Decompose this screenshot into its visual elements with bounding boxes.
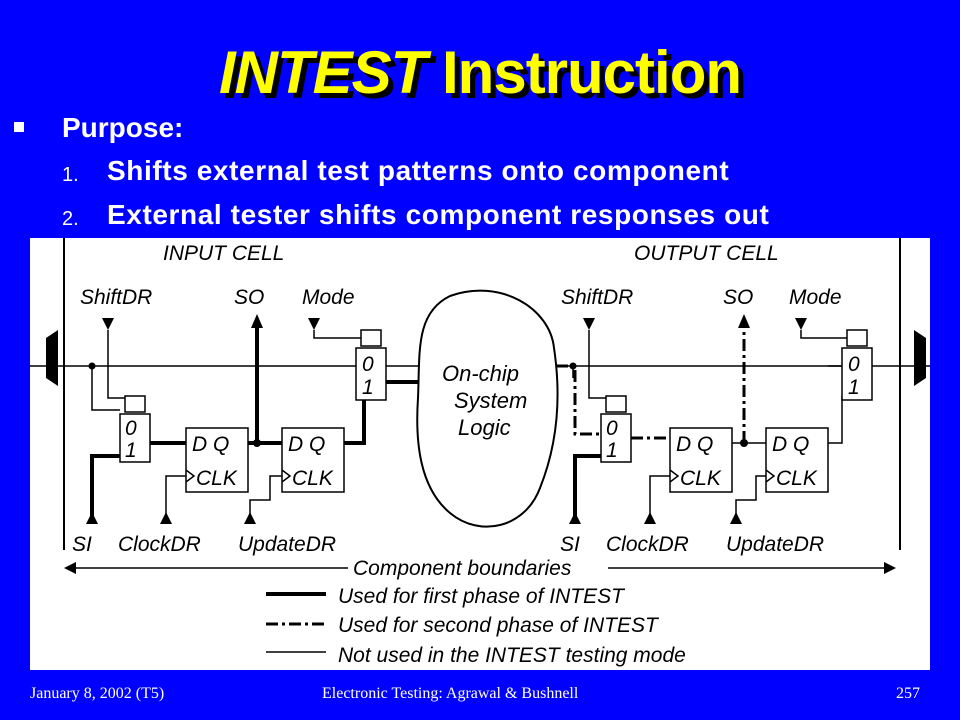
mux-in-0: 0 [125,417,137,440]
slide-title-text: INTEST Instruction [218,39,742,106]
shiftdr-label-in: ShiftDR [80,286,152,309]
mux-in2-1: 1 [362,376,374,399]
dff2-dq: D Q [288,433,325,456]
footer-date: January 8, 2002 (T5) [30,685,165,702]
right-pin-icon [914,330,926,386]
footer-course: Electronic Testing: Agrawal & Bushnell [322,685,579,702]
intest-diagram: INPUT CELL OUTPUT CELL ShiftDR SO Mode S… [30,238,930,670]
left-pin-icon [46,330,58,386]
updatedr-label-in: UpdateDR [238,533,336,556]
system-logic-blob [416,289,559,528]
footer-page-number: 257 [896,685,920,702]
si-label-out: SI [560,533,580,556]
slide-title: INTEST Instruction INTEST Instruction [0,38,960,111]
mux-out-1: 1 [606,439,618,462]
step-text: External tester shifts component respons… [107,199,770,230]
mode-label-in: Mode [302,286,355,309]
so-label-out: SO [723,286,753,309]
mux-in2-0: 0 [362,353,374,376]
logic-line1: On-chip [442,361,519,386]
dff3-dq: D Q [676,433,713,456]
dff3-clk: CLK [680,467,722,490]
clockdr-label-in: ClockDR [118,533,201,556]
mux-in-1: 1 [125,439,137,462]
so-label-in: SO [234,286,264,309]
mux-out-0: 0 [606,417,618,440]
dff1-clk: CLK [196,467,238,490]
mux-out2-1: 1 [848,376,860,399]
output-cell-label: OUTPUT CELL [634,242,779,265]
mux-out2-0: 0 [848,353,860,376]
component-boundaries-label: Component boundaries [353,557,572,580]
legend-1: Used for first phase of INTEST [338,585,626,608]
step-text: Shifts external test patterns onto compo… [107,155,730,186]
logic-line3: Logic [458,415,511,440]
updatedr-label-out: UpdateDR [726,533,824,556]
dff4-dq: D Q [772,433,809,456]
step-number: 2. [62,208,79,230]
legend-3: Not used in the INTEST testing mode [338,644,686,667]
si-label-in: SI [72,533,92,556]
dff2-clk: CLK [292,467,334,490]
input-cell-label: INPUT CELL [163,242,284,265]
logic-line2: System [454,388,527,413]
square-bullet-icon [14,122,24,132]
dff1-dq: D Q [192,433,229,456]
clockdr-label-out: ClockDR [606,533,689,556]
purpose-label: Purpose: [62,112,184,143]
legend-2: Used for second phase of INTEST [338,614,660,637]
mode-label-out: Mode [789,286,842,309]
dff4-clk: CLK [776,467,818,490]
shiftdr-label-out: ShiftDR [561,286,633,309]
slide-title-shadow: INTEST Instruction [223,44,747,111]
step-number: 1. [62,164,79,186]
